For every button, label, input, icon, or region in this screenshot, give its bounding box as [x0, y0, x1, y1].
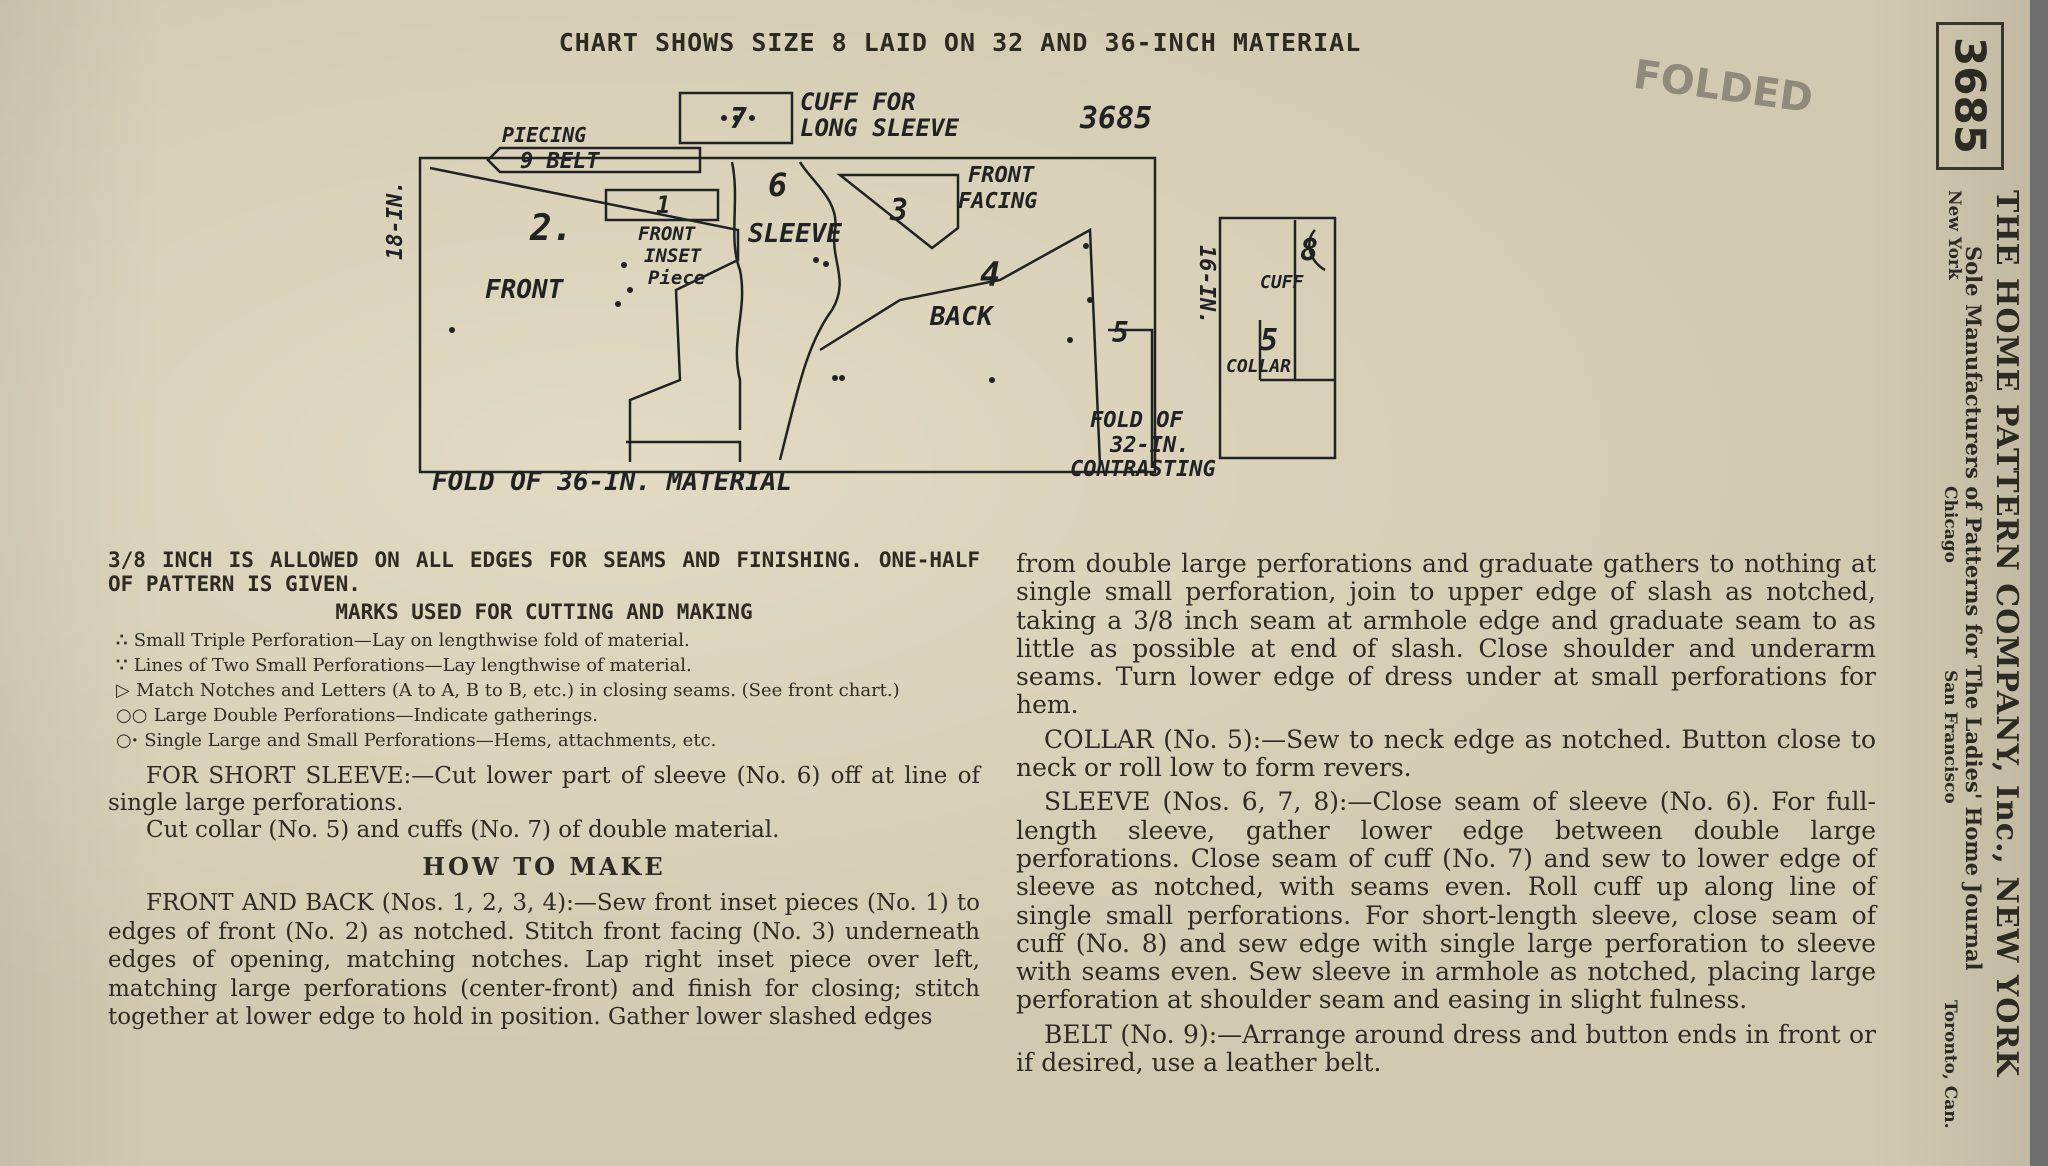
piece-2-label: 2. [529, 208, 573, 249]
mark-large-double-text: Large Double Perforations—Indicate gathe… [153, 705, 599, 726]
mark-single-text: Single Large and Small Perforations—Hems… [144, 730, 717, 751]
piece-1-label: 1 [656, 191, 670, 219]
contrasting-material-outline [1218, 216, 1337, 460]
chart-title: CHART SHOWS SIZE 8 LAID ON 32 AND 36-INC… [558, 28, 1362, 57]
publisher-tagline: Sole Manufacturers of Patterns for The L… [1961, 246, 1986, 971]
pattern-number-box: 3685 [1936, 22, 2004, 170]
front-inset-3: Piece [648, 267, 705, 289]
piece-5-right: 5 [1112, 316, 1129, 349]
front-inset-2: INSET [644, 245, 702, 267]
cuff-piece-7 [678, 91, 794, 145]
mark-triple-text: Small Triple Perforation—Lay on lengthwi… [133, 630, 690, 651]
width-right-label: 16-IN. [1194, 245, 1219, 324]
mark-two-perforations: ∵ Lines of Two Small Perforations—Lay le… [116, 655, 692, 676]
city-new-york: New York [1944, 190, 1964, 280]
front-label: FRONT [485, 275, 565, 305]
piece-4-label: 4 [980, 255, 1000, 295]
how-to-make-heading: HOW TO MAKE [422, 852, 666, 881]
background-edge [2030, 0, 2048, 1166]
piece-6-label: 6 [768, 166, 787, 204]
mark-notches-text: Match Notches and Letters (A to A, B to … [136, 680, 900, 701]
pattern-number: 3685 [1945, 37, 1995, 154]
sleeve-right-edge [778, 161, 841, 461]
back-label: BACK [929, 302, 995, 332]
folded-stamp: FOLDED [1630, 51, 1816, 123]
fold-32-label-1: FOLD OF [1090, 408, 1183, 433]
instructions-right-column: from double large perforations and gradu… [1016, 549, 1876, 1078]
collar-instructions: COLLAR (No. 5):—Sew to neck edge as notc… [1016, 724, 1876, 783]
mark-two-text: Lines of Two Small Perforations—Lay leng… [133, 655, 692, 676]
collar-small-label: COLLAR [1226, 356, 1291, 377]
cuff-collar-divisions [1258, 220, 1335, 382]
front-inset-piece-1 [604, 188, 720, 222]
piecing-label: PIECING [502, 123, 586, 147]
diagram-number: 3685 [1079, 101, 1152, 136]
city-toronto: Toronto, Can. [1940, 1000, 1960, 1129]
fold-32-label-3: CONTRASTING [1070, 457, 1216, 482]
belt-label: 9 BELT [520, 149, 600, 174]
city-chicago: Chicago [1940, 486, 1960, 563]
front-facing-1: FRONT [968, 163, 1035, 188]
mark-large-double: ○○ Large Double Perforations—Indicate ga… [116, 705, 599, 726]
piece-5-label: 5 [1260, 323, 1278, 358]
fold-36-label: FOLD OF 36-IN. MATERIAL [432, 467, 792, 497]
front-inset-1: FRONT [638, 223, 696, 245]
mark-notches: ▷ Match Notches and Letters (A to A, B t… [116, 680, 900, 701]
sleeve-instructions: SLEEVE (Nos. 6, 7, 8):—Close seam of sle… [1016, 787, 1876, 1015]
front-facing-piece-3 [836, 173, 960, 250]
front-back-instructions: FRONT AND BACK (Nos. 1, 2, 3, 4):—Sew fr… [108, 890, 980, 1030]
front-back-continued: from double large perforations and gradu… [1016, 549, 1876, 720]
material-outline [418, 156, 1157, 474]
city-san-francisco: San Francisco [1940, 670, 1960, 804]
short-sleeve-note: FOR SHORT SLEEVE:—Cut lower part of slee… [108, 763, 980, 816]
instructions-left-column: 3/8 INCH IS ALLOWED ON ALL EDGES FOR SEA… [108, 548, 980, 1032]
seam-allowance-note: 3/8 INCH IS ALLOWED ON ALL EDGES FOR SEA… [108, 548, 980, 596]
publisher-block: THE HOME PATTERN COMPANY, Inc., NEW YORK… [1858, 190, 2028, 1130]
belt-piece-9 [486, 146, 702, 174]
belt-instructions: BELT (No. 9):—Arrange around dress and b… [1016, 1019, 1876, 1078]
width-left-label: 18-IN. [383, 181, 408, 260]
sleeve-left-edge [730, 161, 744, 430]
piece-3-label: 3 [889, 193, 908, 228]
cut-collar-note: Cut collar (No. 5) and cuffs (No. 7) of … [146, 817, 780, 843]
piece-8-label: 8 [1300, 233, 1318, 268]
sleeve-label: SLEEVE [748, 219, 842, 249]
cuff-label: CUFF FOR [800, 88, 916, 116]
collar-piece-5-edge [1108, 328, 1154, 468]
back-piece-4 [819, 227, 1102, 466]
piece-7-label: 7 [730, 102, 747, 135]
cutting-layout-diagram: CUFF FOR LONG SLEEVE PIECING 9 BELT 7 1 … [383, 88, 1337, 497]
front-piece-2 [429, 166, 740, 462]
publisher-name: THE HOME PATTERN COMPANY, Inc., NEW YORK [1989, 190, 2024, 1078]
cuff-label-2: LONG SLEEVE [800, 114, 959, 142]
front-facing-2: FACING [958, 189, 1037, 214]
marks-heading: MARKS USED FOR CUTTING AND MAKING [335, 600, 753, 624]
mark-triple-perforation: ∴ Small Triple Perforation—Lay on length… [116, 630, 690, 651]
mark-single-large-small: ○· Single Large and Small Perforations—H… [116, 730, 717, 751]
cuff-small-label: CUFF [1260, 272, 1305, 293]
fold-32-label-2: 32-IN. [1109, 433, 1189, 458]
